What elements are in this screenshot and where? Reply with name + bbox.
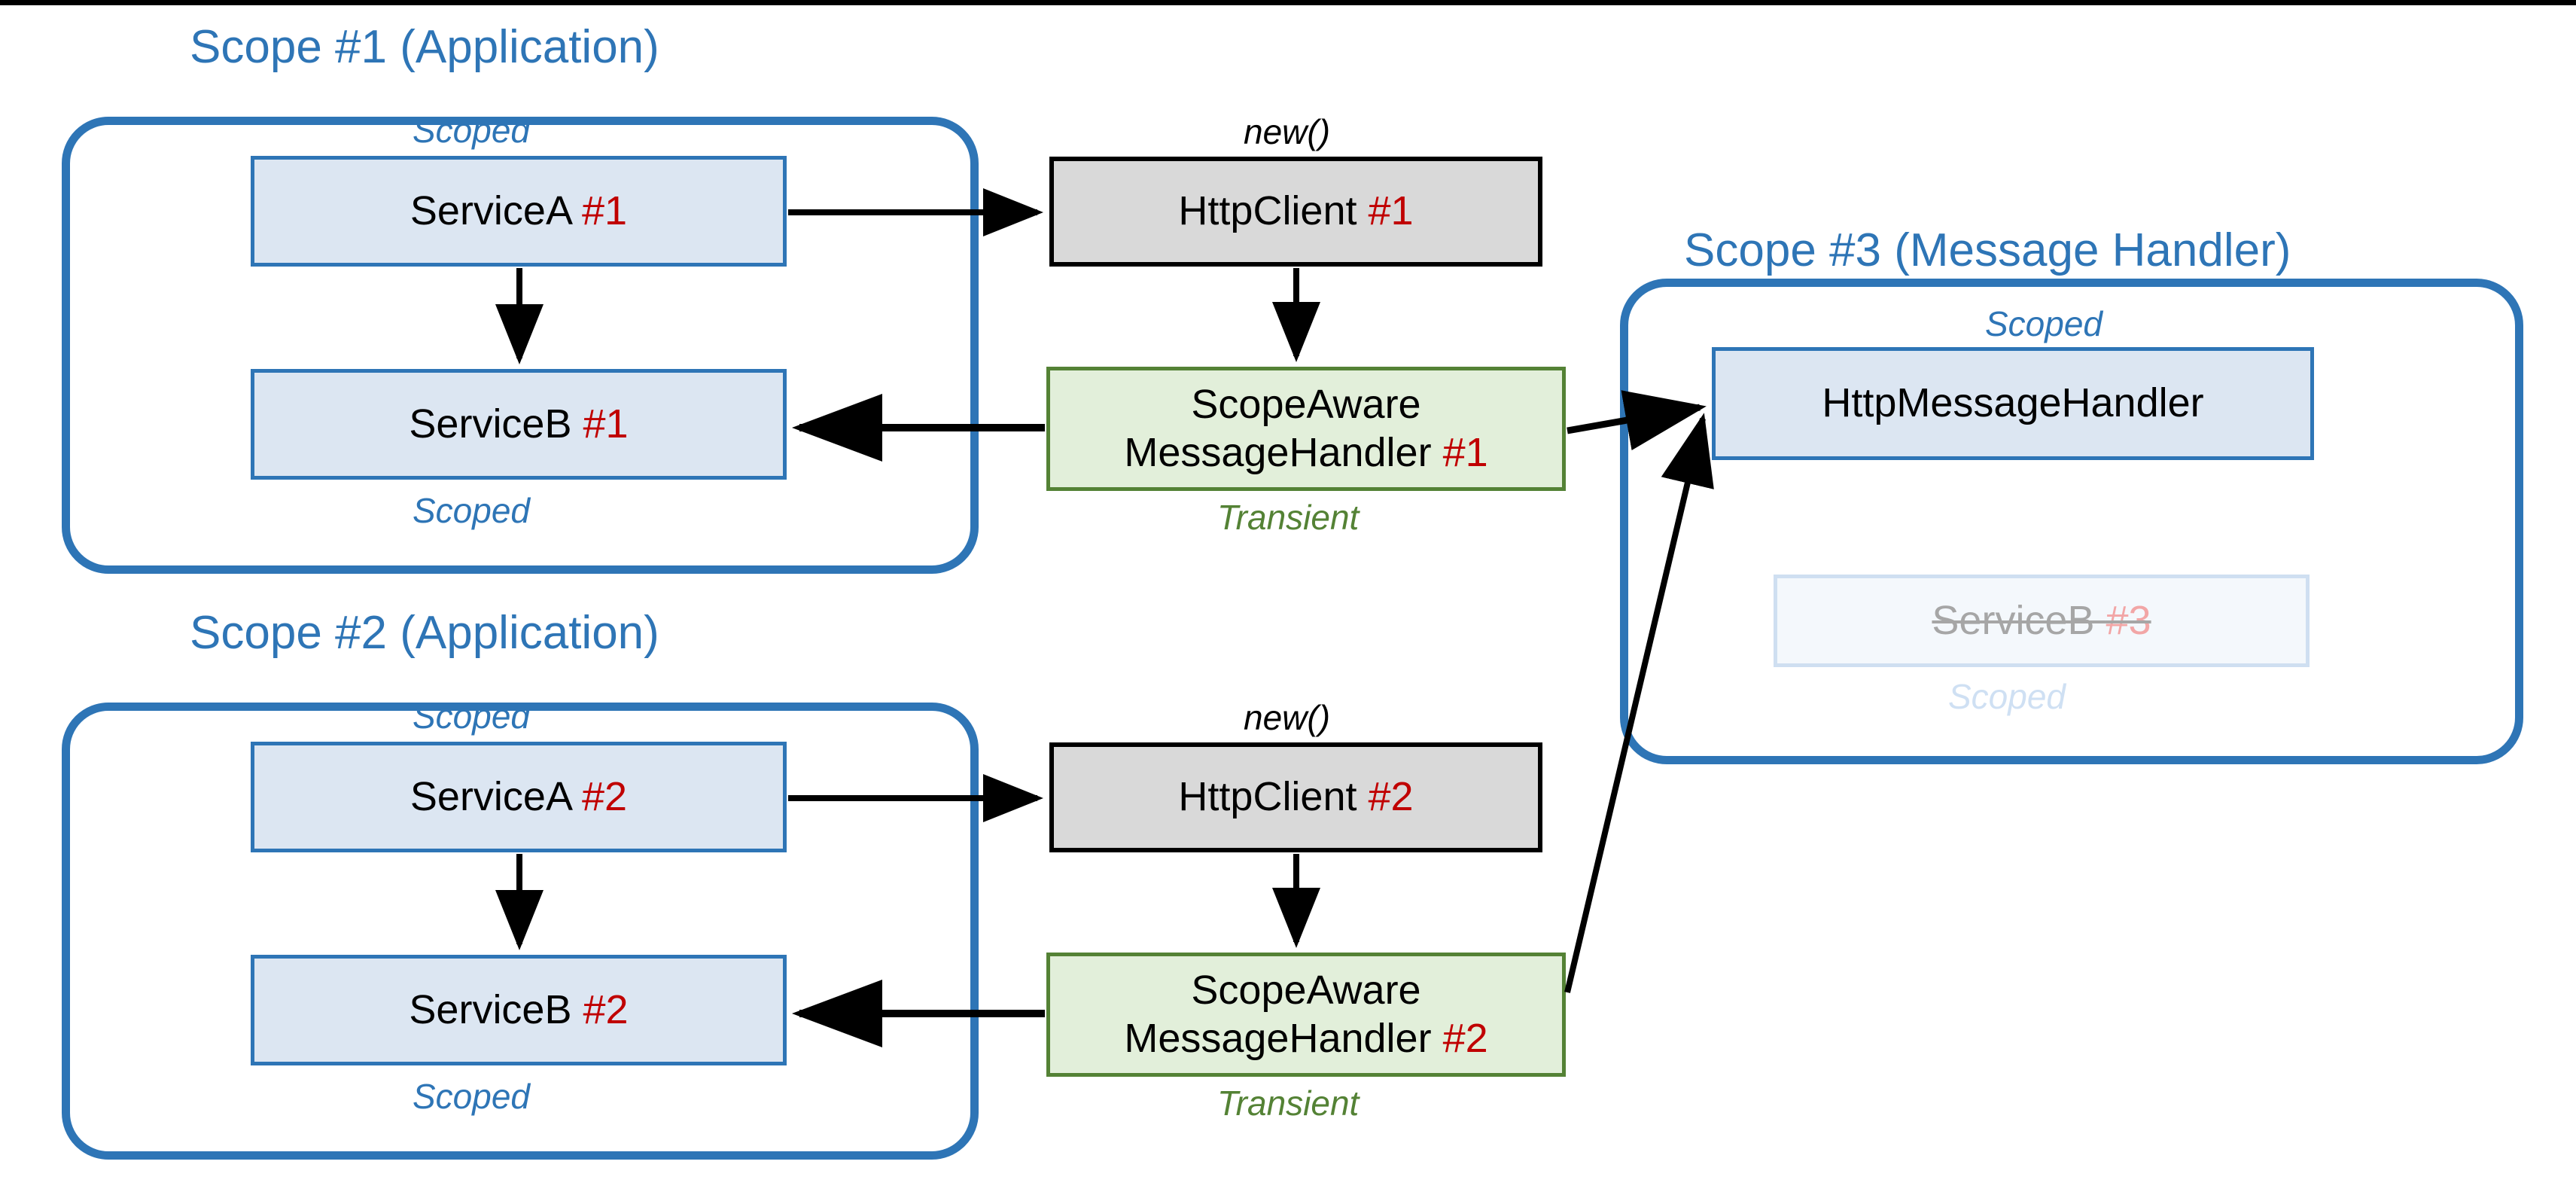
service-b-3-caption: Scoped [1948, 677, 2066, 716]
node-service-b-2[interactable]: ServiceB #2 [251, 955, 787, 1065]
node-handler-1[interactable]: ScopeAware MessageHandler #1 [1046, 367, 1566, 491]
scope-1-title: Scope #1 (Application) [190, 21, 659, 73]
node-http-client-1[interactable]: HttpClient #1 [1049, 157, 1542, 267]
scope-3-title: Scope #3 (Message Handler) [1684, 224, 2291, 276]
handler-1-caption: Transient [1217, 498, 1360, 537]
node-service-b-1-label: ServiceB #1 [409, 401, 629, 447]
scope-2-container [62, 703, 979, 1160]
node-service-b-1[interactable]: ServiceB #1 [251, 369, 787, 480]
service-b-1-caption: Scoped [413, 491, 531, 530]
node-service-a-2[interactable]: ServiceA #2 [251, 742, 787, 852]
node-service-a-1-label: ServiceA #1 [410, 187, 628, 233]
handler-2-caption: Transient [1217, 1084, 1360, 1123]
scope-1-container [62, 117, 979, 574]
node-handler-1-label-line2: MessageHandler #1 [1124, 429, 1488, 475]
node-http-client-2-label: HttpClient #2 [1178, 774, 1414, 820]
service-a-1-caption: Scoped [413, 111, 531, 150]
node-http-client-1-label: HttpClient #1 [1178, 188, 1414, 234]
scope-2-title: Scope #2 (Application) [190, 607, 659, 659]
node-service-a-2-label: ServiceA #2 [410, 773, 628, 819]
http-client-1-caption: new() [1244, 112, 1331, 151]
node-service-b-3[interactable]: ServiceB #3 [1774, 575, 2310, 667]
service-b-2-caption: Scoped [413, 1077, 531, 1116]
http-message-handler-caption: Scoped [1985, 304, 2103, 343]
node-handler-2-label-line1: ScopeAware [1191, 967, 1421, 1013]
node-handler-2[interactable]: ScopeAware MessageHandler #2 [1046, 953, 1566, 1077]
node-service-b-2-label: ServiceB #2 [409, 986, 629, 1032]
node-http-message-handler[interactable]: HttpMessageHandler [1712, 347, 2314, 460]
top-black-bar [0, 0, 2576, 5]
service-a-2-caption: Scoped [413, 697, 531, 736]
node-handler-2-label-line2: MessageHandler #2 [1124, 1015, 1488, 1061]
node-service-b-3-label: ServiceB #3 [1932, 597, 2151, 643]
node-http-client-2[interactable]: HttpClient #2 [1049, 742, 1542, 852]
node-handler-1-label-line1: ScopeAware [1191, 381, 1421, 427]
http-client-2-caption: new() [1244, 698, 1331, 737]
node-service-a-1[interactable]: ServiceA #1 [251, 156, 787, 267]
node-http-message-handler-label: HttpMessageHandler [1822, 380, 2204, 426]
